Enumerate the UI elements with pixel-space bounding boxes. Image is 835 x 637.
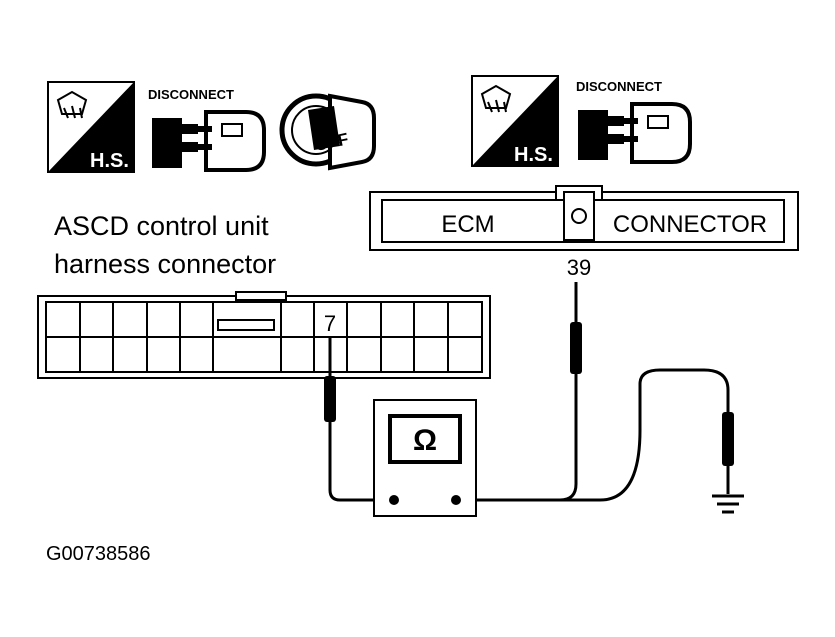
ascd-label-line2: harness connector [54,249,276,279]
probe-tips [324,322,734,466]
disconnect-label-left: DISCONNECT [148,87,234,102]
disconnect-icon-left: DISCONNECT [148,87,266,172]
ohm-symbol: Ω [413,424,437,457]
ascd-label-line1: ASCD control unit [54,211,269,241]
ground-icon [712,494,744,514]
ecm-pin-number: 39 [567,255,591,280]
test-leads [328,282,730,502]
disconnect-icon-right: DISCONNECT [576,79,692,164]
ascd-pin-number: 7 [324,311,336,336]
hs-icon-left: H.S. [47,81,135,173]
disconnect-label-right: DISCONNECT [576,79,662,94]
hs-label-left: H.S. [90,150,129,172]
ecm-connector: ECM CONNECTOR 39 [369,185,799,280]
figure-id: G00738586 [46,543,151,565]
connector-label: CONNECTOR [613,211,767,238]
ecm-label: ECM [441,211,494,238]
ascd-harness-connector: 7 [37,291,491,379]
hs-label-right: H.S. [514,144,553,166]
ignition-key-off-icon: OFF [279,93,376,171]
hs-icon-right: H.S. [471,75,559,167]
ohmmeter: Ω [373,399,477,517]
